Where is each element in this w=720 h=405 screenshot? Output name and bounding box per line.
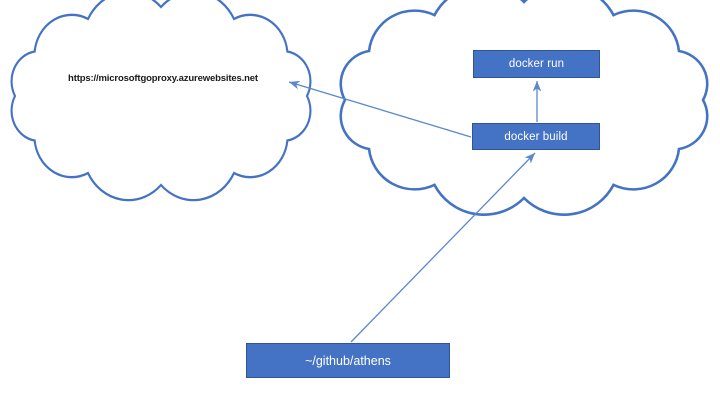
- proxy-cloud-label: https://microsoftgoproxy.azurewebsites.n…: [68, 73, 258, 84]
- node-athens-dir: ~/github/athens: [246, 343, 450, 378]
- edge-athens-dir-to-docker-build: [350, 152, 536, 343]
- node-docker-build-label: docker build: [504, 130, 568, 143]
- node-docker-run: docker run: [473, 50, 600, 78]
- node-athens-dir-label: ~/github/athens: [305, 353, 391, 368]
- node-docker-build: docker build: [472, 123, 600, 150]
- node-docker-run-label: docker run: [508, 58, 565, 70]
- docker-cloud-shape: [339, 0, 709, 216]
- edge-docker-build-to-proxy-cloud: [288, 80, 472, 138]
- proxy-cloud-shape: [10, 0, 312, 202]
